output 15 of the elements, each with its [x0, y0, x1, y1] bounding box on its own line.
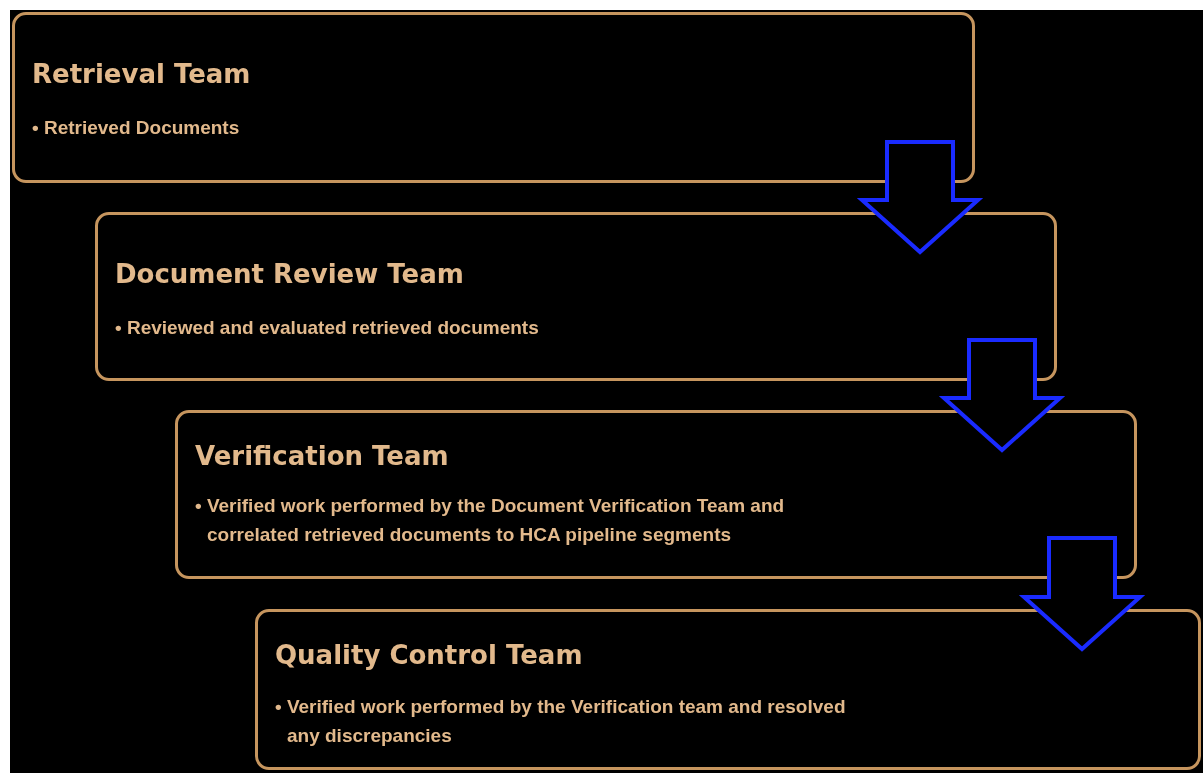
box-heading: Document Review Team [115, 259, 464, 289]
block-arrow [1018, 536, 1146, 652]
bullet-text: • Verified work performed by the Verification team and resolved any discrepancies [275, 695, 847, 748]
process-box [12, 12, 975, 183]
block-arrow [938, 338, 1066, 453]
bullet-text: • Verified work performed by the Document Verification Team and correlated retrieved documents to HCA pipeline segments [195, 494, 786, 547]
bullet-text: • Reviewed and evaluated retrieved documents [115, 316, 540, 340]
box-heading: Quality Control Team [275, 640, 583, 670]
process-box [255, 609, 1201, 770]
bullet-text: • Retrieved Documents [32, 116, 241, 140]
box-heading: Retrieval Team [32, 59, 251, 89]
process-box [95, 212, 1057, 381]
box-heading: Verification Team [195, 441, 449, 471]
process-box [175, 410, 1137, 579]
block-arrow [856, 140, 984, 255]
